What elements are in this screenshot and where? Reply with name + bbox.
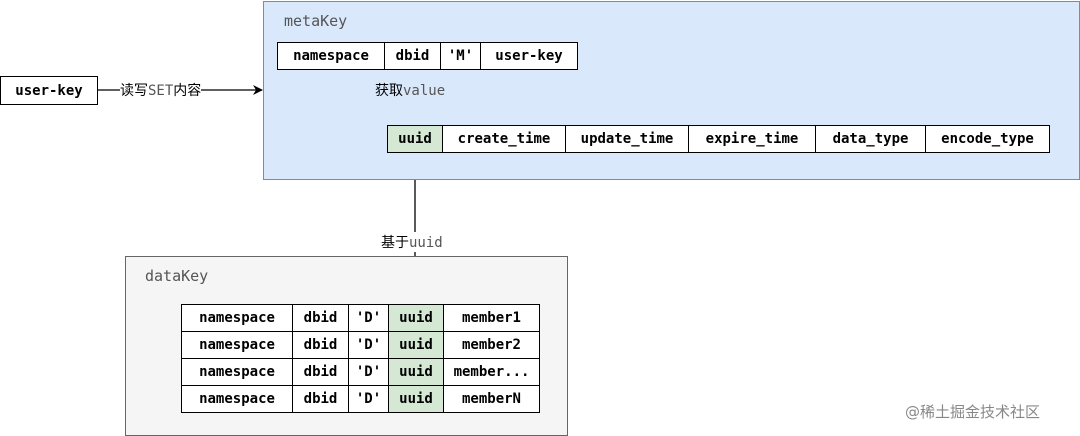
meta-value-field: expire_time: [688, 125, 816, 153]
meta-key-field: user-key: [480, 42, 578, 70]
meta-key-field: dbid: [384, 42, 441, 70]
data-row-field: 'D': [348, 358, 389, 386]
meta-value-field: encode_type: [925, 125, 1050, 153]
data-row-field: 'D': [348, 331, 389, 359]
data-row-field: member2: [443, 331, 540, 359]
meta-value-field: update_time: [565, 125, 689, 153]
data-row-uuid: uuid: [388, 304, 444, 332]
data-row-field: memberN: [443, 385, 540, 413]
edge-label-read-set: 读写SET内容: [120, 80, 202, 100]
meta-value-field: create_time: [442, 125, 566, 153]
data-row-field: 'D': [348, 304, 389, 332]
data-row-field: dbid: [292, 358, 349, 386]
data-row-field: dbid: [292, 331, 349, 359]
data-row-uuid: uuid: [388, 385, 444, 413]
meta-key-field: 'M': [440, 42, 481, 70]
user-key-node: user-key: [0, 76, 98, 105]
meta-value-uuid: uuid: [387, 125, 443, 153]
data-row-field: namespace: [181, 331, 293, 359]
data-row-uuid: uuid: [388, 331, 444, 359]
edge-label-based-on-uuid: 基于uuid: [381, 232, 443, 252]
data-row-field: namespace: [181, 385, 293, 413]
data-row-field: member...: [443, 358, 540, 386]
meta-key-row: namespace dbid 'M' user-key: [277, 42, 578, 70]
meta-key-field: namespace: [277, 42, 385, 70]
data-row-field: dbid: [292, 304, 349, 332]
data-row-field: namespace: [181, 304, 293, 332]
meta-value-row: uuid create_time update_time expire_time…: [387, 125, 1050, 153]
data-row-uuid: uuid: [388, 358, 444, 386]
data-key-label: dataKey: [145, 267, 209, 285]
data-row-field: member1: [443, 304, 540, 332]
meta-key-label: metaKey: [284, 12, 348, 30]
meta-value-field: data_type: [815, 125, 926, 153]
data-row-field: 'D': [348, 385, 389, 413]
edge-label-get-value: 获取value: [375, 80, 446, 100]
data-row-field: namespace: [181, 358, 293, 386]
watermark: @稀土掘金技术社区: [905, 403, 1041, 421]
data-row-field: dbid: [292, 385, 349, 413]
